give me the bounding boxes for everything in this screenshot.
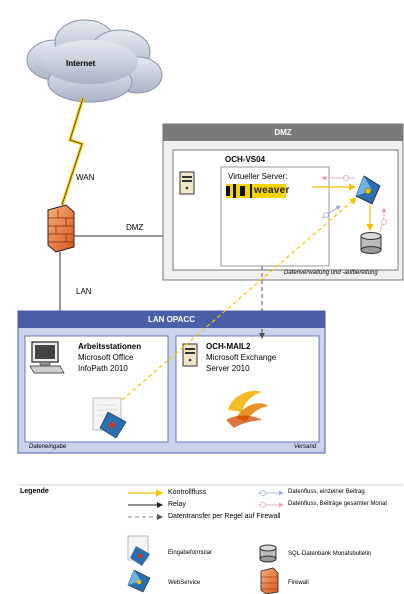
legend-gesamt-label: Datenfluss, Beiträge gesamter Monat — [288, 501, 388, 507]
wan-label: WAN — [76, 173, 95, 182]
legend-relay-label: Relay — [168, 501, 186, 508]
virtual-server-label: Virtueller Server: — [228, 172, 288, 181]
workstations-line2: InfoPath 2010 — [78, 364, 128, 373]
workstations-title: Arbeitsstationen — [78, 342, 142, 351]
internet-label: Internet — [66, 59, 96, 68]
legend-sql-label: SQL-Datenbank Monatsbulletin — [288, 551, 372, 557]
dmz-caption: Datenverwaltung und -aufbereitung — [284, 270, 378, 276]
eingabeformular-icon — [92, 397, 127, 439]
dmz-link-label: DMZ — [126, 223, 144, 232]
dmz-server-icon — [179, 171, 195, 195]
legend-box — [18, 484, 403, 520]
legend-title: Legende — [20, 488, 49, 495]
workstations-caption: Dateneingabe — [29, 444, 67, 450]
legend-datentransfer-label: Datentransfer per Regel auf Firewall — [168, 513, 281, 520]
firewall-icon — [47, 204, 75, 253]
legend-eingabeformular-icon — [127, 535, 150, 566]
legend-webservice-label: WebService — [168, 580, 201, 586]
exchange-logo-icon — [226, 390, 268, 428]
legend-sql-database-icon — [259, 544, 277, 563]
workstations-line1: Microsoft Office — [78, 353, 134, 362]
legend-einzel-label: Datenfluss, einzelner Beitrag — [288, 489, 365, 495]
mail-server-icon — [182, 343, 198, 367]
mail-server-title: OCH-MAIL2 — [206, 342, 251, 351]
mail-server-line1: Microsoft Exchange — [206, 353, 277, 362]
legend-eingabeformular-label: Eingabeformular — [168, 550, 213, 556]
dmz-zone-title: DMZ — [274, 128, 292, 137]
weaver-logo-text: weaver — [254, 185, 290, 196]
datenfluss-monat-dmz — [379, 207, 387, 233]
legend-webservice-icon — [127, 569, 151, 593]
kontrollfluss-form-webservice — [121, 197, 357, 401]
dmz-zone — [162, 123, 404, 281]
mail-caption: Versand — [294, 444, 317, 450]
lan-link-label: LAN — [76, 287, 92, 296]
legend-firewall-label: Firewall — [288, 580, 309, 586]
legend-kontrollfluss-label: Kontrollfluss — [168, 489, 207, 496]
weaver-logo-image — [226, 184, 286, 198]
sql-database-icon — [360, 232, 382, 254]
dmz-server-name: OCH-VS04 — [225, 155, 266, 164]
workstation-computer-icon — [29, 341, 65, 374]
lan-zone — [17, 310, 326, 454]
internet-cloud-icon — [26, 19, 163, 103]
webservice-icon-dmz — [355, 175, 381, 205]
lan-zone-title: LAN OPACC — [148, 315, 195, 324]
mail-server-line2: Server 2010 — [206, 364, 250, 373]
legend-firewall-icon — [260, 567, 279, 594]
